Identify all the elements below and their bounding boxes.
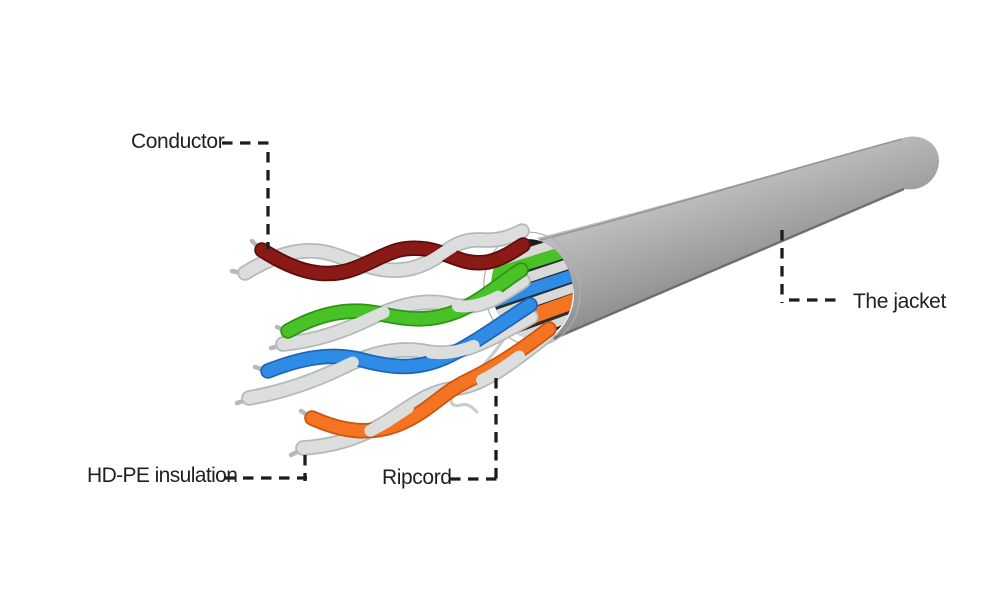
wire-maroon-mate-braid — [239, 225, 528, 279]
wire-orange-edge — [304, 321, 557, 439]
wire-maroon — [256, 239, 529, 280]
twisted-pair-blue — [234, 297, 539, 406]
wire-orange — [306, 323, 555, 437]
twisted-pair-green — [268, 262, 531, 352]
twisted-pair-maroon — [229, 223, 531, 282]
jacket-body — [537, 136, 940, 340]
label-the-jacket: The jacket — [853, 290, 946, 313]
label-ripcord: Ripcord — [382, 466, 452, 489]
jacket-top-edge-line — [539, 138, 903, 241]
leader-lines — [222, 141, 843, 481]
wire-blue-mate-braid — [243, 311, 537, 404]
wire-orange-mate-braid — [297, 329, 553, 454]
label-hdpe-insulation: HD-PE insulation — [87, 464, 238, 487]
cable-jacket — [537, 136, 940, 341]
wire-blue — [262, 299, 536, 377]
wire-green-mate-braid — [277, 275, 529, 350]
label-conductor: Conductor — [131, 130, 225, 153]
twisted-pair-orange — [288, 321, 557, 458]
jacket-bottom-edge-line — [552, 187, 905, 341]
wire-green — [282, 264, 527, 337]
